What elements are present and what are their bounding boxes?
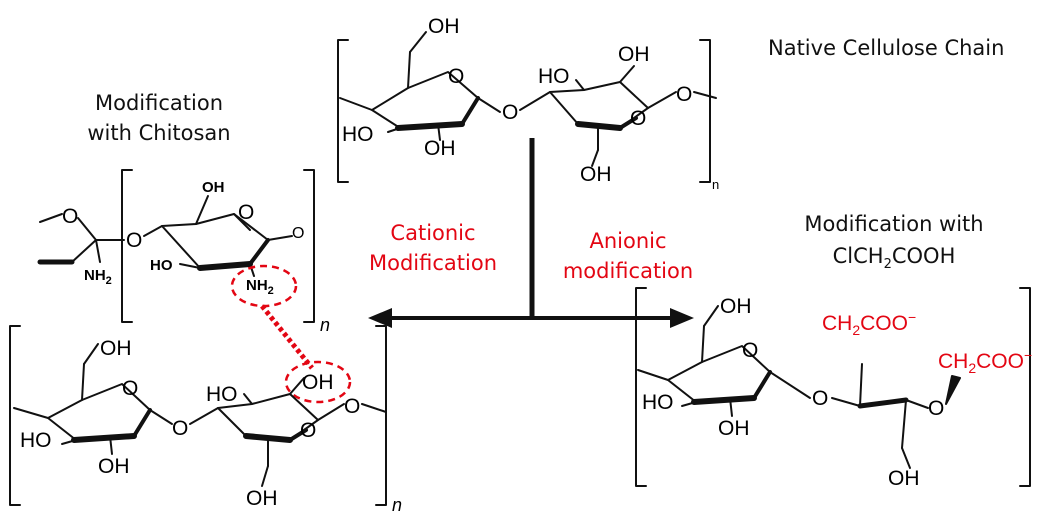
bottom-subscript-n: n (392, 495, 403, 515)
chitosan-bracket-left (121, 169, 133, 323)
chitosan-ho: HO (150, 257, 173, 274)
right-glycosidic-o: O (812, 387, 829, 410)
bottom-ho-right: HO (206, 383, 238, 406)
right-oh-bottom: OH (888, 467, 920, 490)
native-bracket-left (337, 39, 349, 183)
cationic-line2: Modification (369, 251, 497, 275)
chitosan-ring-o: O (238, 201, 255, 224)
chitosan-bracket-right (303, 169, 315, 323)
chitosan-structure (37, 169, 315, 323)
native-ring-o-right: O (630, 107, 647, 130)
chitosan-oh-top: OH (202, 179, 225, 196)
anionic-reagent-caption: Modification with ClCH2COOH (772, 208, 1016, 281)
carboxymethyl-group-1: CH2COO− (822, 309, 917, 339)
oh-highlight-ellipse (284, 360, 352, 404)
carboxymethyl-group-2: CH2COO− (938, 347, 1033, 377)
right-oh-top: OH (720, 295, 752, 318)
native-oh-bottom: OH (580, 163, 612, 186)
right-bracket-right (1019, 287, 1031, 487)
native-ho-left: HO (342, 123, 374, 146)
chitosan-nh2-right: NH2 (246, 277, 274, 297)
arrow-head-left (368, 308, 392, 328)
anionic-line1: Anionic (589, 229, 667, 253)
bottom-ring-o-left: O (122, 377, 139, 400)
native-cellulose-caption: Native Cellulose Chain (768, 36, 1005, 60)
anionic-line2: modification (562, 259, 694, 283)
bottom-bracket-left (9, 325, 21, 506)
native-subscript-n: n (712, 177, 720, 192)
native-cellulose-structure (337, 31, 717, 183)
chitosan-cellulose-link (230, 264, 352, 404)
bottom-glycosidic-o: O (172, 417, 189, 440)
anionic-reagent-caption-line2: ClCH2COOH (832, 244, 956, 273)
native-ring-o-left: O (448, 65, 465, 88)
native-oh-top-right: OH (618, 43, 650, 66)
cationic-modification-label: Cationic Modification (352, 218, 514, 278)
chitosan-caption: Modification with Chitosan (62, 88, 256, 148)
native-oh-top: OH (428, 15, 460, 38)
right-oh-bottom-left: OH (718, 417, 750, 440)
arrow-head-right (670, 308, 694, 328)
chitosan-subscript-n: n (320, 315, 331, 335)
native-o-end: O (676, 83, 693, 106)
native-glycosidic-o: O (502, 101, 519, 124)
bottom-bracket-right (375, 325, 387, 506)
link-dotted-line (260, 304, 314, 370)
native-oh-bottom-left: OH (424, 137, 456, 160)
chitosan-caption-line2: with Chitosan (87, 121, 231, 145)
bottom-oh-top: OH (100, 337, 132, 360)
bottom-ring-o-right: O (300, 419, 317, 442)
chitosan-o-end: O (292, 225, 305, 242)
chitosan-o-left: O (62, 205, 79, 228)
bottom-oh-bottom: OH (246, 487, 278, 510)
bottom-oh-bottom-left: OH (98, 455, 130, 478)
native-ho-right: HO (538, 65, 570, 88)
bottom-cellulose-structure (9, 325, 387, 506)
native-bracket-right (699, 39, 711, 183)
right-ring-o: O (742, 339, 759, 362)
anionic-modification-label: Anionic modification (548, 226, 708, 286)
right-bracket-left (635, 287, 647, 487)
right-ho: HO (642, 391, 674, 414)
bottom-ho-left: HO (20, 429, 52, 452)
anionic-reagent-caption-line1: Modification with (804, 212, 984, 236)
right-o-end: O (928, 397, 945, 420)
chitosan-nh2-left: NH2 (84, 267, 112, 287)
chitosan-o-link: O (126, 229, 143, 252)
chitosan-caption-line1: Modification (95, 91, 223, 115)
carboxymethyl-structure (635, 287, 1031, 487)
cationic-line1: Cationic (390, 221, 476, 245)
bottom-oh-highlighted: OH (302, 371, 334, 394)
bottom-o-end: O (344, 395, 361, 418)
reaction-arrows (368, 138, 694, 328)
